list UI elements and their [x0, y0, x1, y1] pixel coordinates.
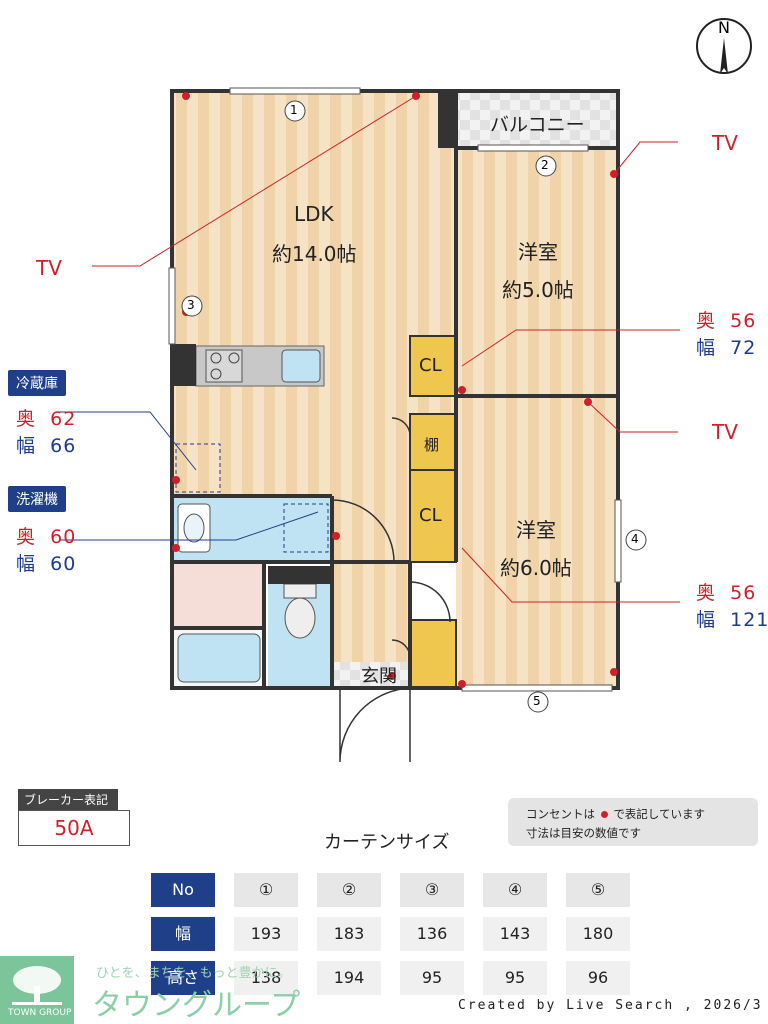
fridge-tag: 冷蔵庫: [8, 370, 66, 396]
curtain-height-label: 高さ: [151, 961, 215, 995]
window-number-3: 3: [187, 298, 195, 312]
curtain-header-3: ③: [400, 873, 464, 907]
tv-label-room2: TV: [712, 420, 738, 444]
curtain-width-1: 193: [234, 917, 298, 951]
western-room-2-size: 約6.0帖: [500, 556, 572, 580]
curtain-header-4: ④: [483, 873, 547, 907]
fridge-width: 幅 66: [16, 435, 77, 457]
ldk-name: LDK: [294, 202, 334, 226]
curtain-header-no: No: [151, 873, 215, 907]
curtain-header-row: No ① ② ③ ④ ⑤: [151, 873, 630, 907]
window-number-2: 2: [541, 158, 549, 172]
western-room-1-name: 洋室: [518, 240, 558, 264]
curtain-width-3: 136: [400, 917, 464, 951]
window-number-4: 4: [631, 532, 639, 546]
curtain-width-5: 180: [566, 917, 630, 951]
closet-2-label: CL: [419, 505, 442, 526]
western-room-1-floor: [456, 148, 618, 396]
window-number-5: 5: [533, 694, 541, 708]
tv-label-ldk: TV: [36, 256, 62, 280]
compass-letter: N: [718, 18, 730, 37]
room1-closet-width: 幅 72: [696, 337, 757, 359]
tree-icon: [12, 966, 62, 1005]
western-room-1-size: 約5.0帖: [502, 278, 574, 302]
outlet-dot-icon: [600, 811, 608, 818]
curtain-height-row: 高さ 138 194 95 95 96: [151, 961, 630, 995]
logo-caption: TOWN GROUP: [8, 1008, 72, 1018]
room1-closet-depth: 奥 56: [696, 310, 757, 332]
company-logo: TOWN GROUP: [0, 956, 74, 1024]
washer-width: 幅 60: [16, 553, 77, 575]
fridge-depth: 奥 62: [16, 408, 77, 430]
curtain-height-3: 95: [400, 961, 464, 995]
washer-tag: 洗濯機: [8, 486, 66, 512]
breaker-panel: ブレーカー表記 50A: [18, 789, 130, 846]
curtain-header-5: ⑤: [566, 873, 630, 907]
curtain-width-row: 幅 193 183 136 143 180: [151, 917, 630, 951]
breaker-title: ブレーカー表記: [18, 789, 118, 810]
note-line1: コンセントは: [526, 807, 595, 821]
curtain-height-5: 96: [566, 961, 630, 995]
closet-1-label: CL: [419, 355, 442, 376]
balcony-floor: [456, 91, 618, 148]
dressing-floor: [172, 562, 264, 628]
entrance-floor: [332, 662, 410, 688]
note-line2: 寸法は目安の数値です: [526, 826, 641, 840]
breaker-value: 50A: [18, 810, 130, 846]
room2-closet-width: 幅 121: [696, 609, 768, 631]
curtain-header-1: ①: [234, 873, 298, 907]
ldk-size: 約14.0帖: [272, 242, 357, 266]
washer-depth: 奥 60: [16, 526, 77, 548]
tv-label-room1: TV: [712, 131, 738, 155]
credit-line: Created by Live Search , 2026/3: [458, 998, 763, 1013]
shelf-label: 棚: [424, 436, 440, 454]
outlet-note: コンセントは で表記しています 寸法は目安の数値です: [508, 798, 758, 846]
curtain-height-1: 138: [234, 961, 298, 995]
compass: N: [694, 16, 754, 76]
floor-plan: [60, 87, 680, 763]
entrance-label: 玄関: [361, 666, 397, 687]
fridge-space: [175, 443, 221, 493]
curtain-height-4: 95: [483, 961, 547, 995]
shoe-closet: [409, 619, 457, 689]
western-room-2-name: 洋室: [516, 518, 556, 542]
compass-icon: [696, 18, 752, 74]
curtain-table: No ① ② ③ ④ ⑤ 幅 193 183 136 143 180 高さ 13…: [132, 863, 649, 1005]
slogan: ひとを、まちを、もっと豊かに。: [96, 966, 291, 981]
western-room-2-floor: [456, 396, 618, 688]
curtain-width-label: 幅: [151, 917, 215, 951]
curtain-title: カーテンサイズ: [324, 832, 450, 853]
curtain-header-2: ②: [317, 873, 381, 907]
curtain-width-4: 143: [483, 917, 547, 951]
room2-closet-depth: 奥 56: [696, 582, 757, 604]
note-line1b: で表記しています: [613, 807, 705, 821]
washer-space: [283, 503, 329, 553]
brand-name: タウングループ: [92, 988, 301, 1023]
window-number-1: 1: [290, 103, 298, 117]
balcony-label: バルコニー: [490, 114, 585, 136]
curtain-width-2: 183: [317, 917, 381, 951]
curtain-height-2: 194: [317, 961, 381, 995]
